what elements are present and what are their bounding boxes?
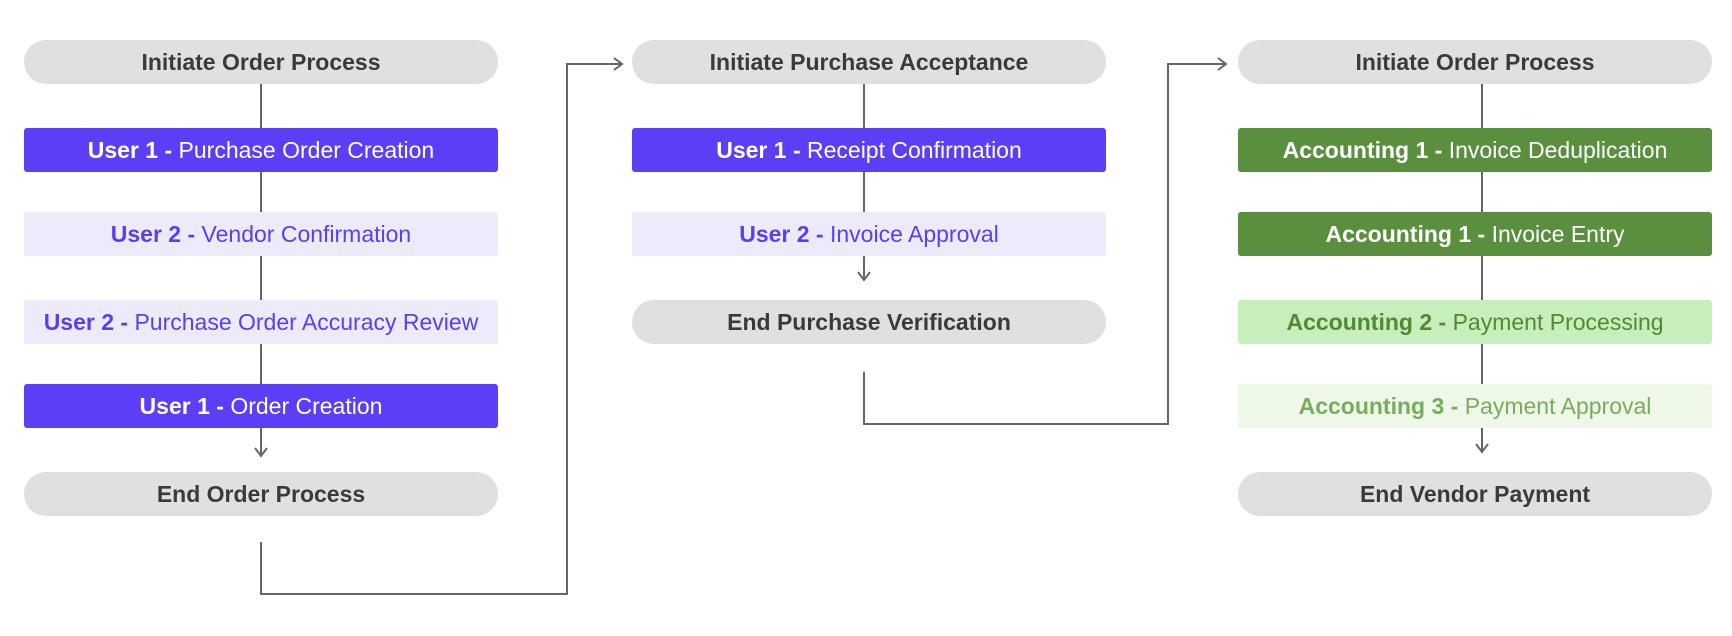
step-role: Accounting 1 (1282, 136, 1429, 163)
step-invoice-approval: User 2 - Invoice Approval (632, 212, 1106, 256)
step-task: Receipt Confirmation (807, 136, 1022, 163)
step-role: Accounting 2 - (1286, 308, 1447, 335)
step-sep: - (158, 136, 179, 163)
step-role: User 2 - (739, 220, 824, 247)
step-role: User 1 - (139, 392, 224, 419)
step-role: Accounting 3 - (1298, 392, 1459, 419)
step-sep: - (181, 220, 202, 247)
step-order-creation: User 1 - Order Creation (24, 384, 498, 428)
step-role: User 2 - (43, 308, 129, 335)
step-invoice-entry: Accounting 1 - Invoice Entry (1238, 212, 1712, 256)
step-task: Payment Processing (1452, 308, 1664, 335)
start-order-process-accounting: Initiate Order Process (1238, 40, 1712, 84)
link-acceptance-to-payment (863, 57, 1228, 425)
step-task: Order Creation (230, 392, 383, 419)
end-order-process: End Order Process (24, 472, 498, 516)
step-task: Invoice Deduplication (1448, 136, 1668, 163)
end-purchase-verification: End Purchase Verification (632, 300, 1106, 344)
step-role: Accounting 1 - (1325, 220, 1486, 247)
step-payment-approval: Accounting 3 - Payment Approval (1238, 384, 1712, 428)
step-task: Invoice Approval (829, 220, 999, 247)
link-order-to-acceptance (260, 57, 624, 595)
step-role: User 2 (110, 220, 182, 247)
step-invoice-deduplication: Accounting 1 - Invoice Deduplication (1238, 128, 1712, 172)
start-order-process: Initiate Order Process (24, 40, 498, 84)
step-task: Invoice Entry (1491, 220, 1625, 247)
step-sep: - (1428, 136, 1449, 163)
step-vendor-confirmation: User 2 - Vendor Confirmation (24, 212, 498, 256)
step-role: User 1 - (716, 136, 801, 163)
step-task: Vendor Confirmation (201, 220, 412, 247)
step-task: Payment Approval (1464, 392, 1652, 419)
step-purchase-order-accuracy-review: User 2 - Purchase Order Accuracy Review (24, 300, 498, 344)
end-vendor-payment: End Vendor Payment (1238, 472, 1712, 516)
step-purchase-order-creation: User 1 - Purchase Order Creation (24, 128, 498, 172)
start-purchase-acceptance: Initiate Purchase Acceptance (632, 40, 1106, 84)
step-payment-processing: Accounting 2 - Payment Processing (1238, 300, 1712, 344)
step-task: Purchase Order Creation (178, 136, 435, 163)
step-role: User 1 (87, 136, 159, 163)
step-receipt-confirmation: User 1 - Receipt Confirmation (632, 128, 1106, 172)
step-task: Purchase Order Accuracy Review (134, 308, 479, 335)
